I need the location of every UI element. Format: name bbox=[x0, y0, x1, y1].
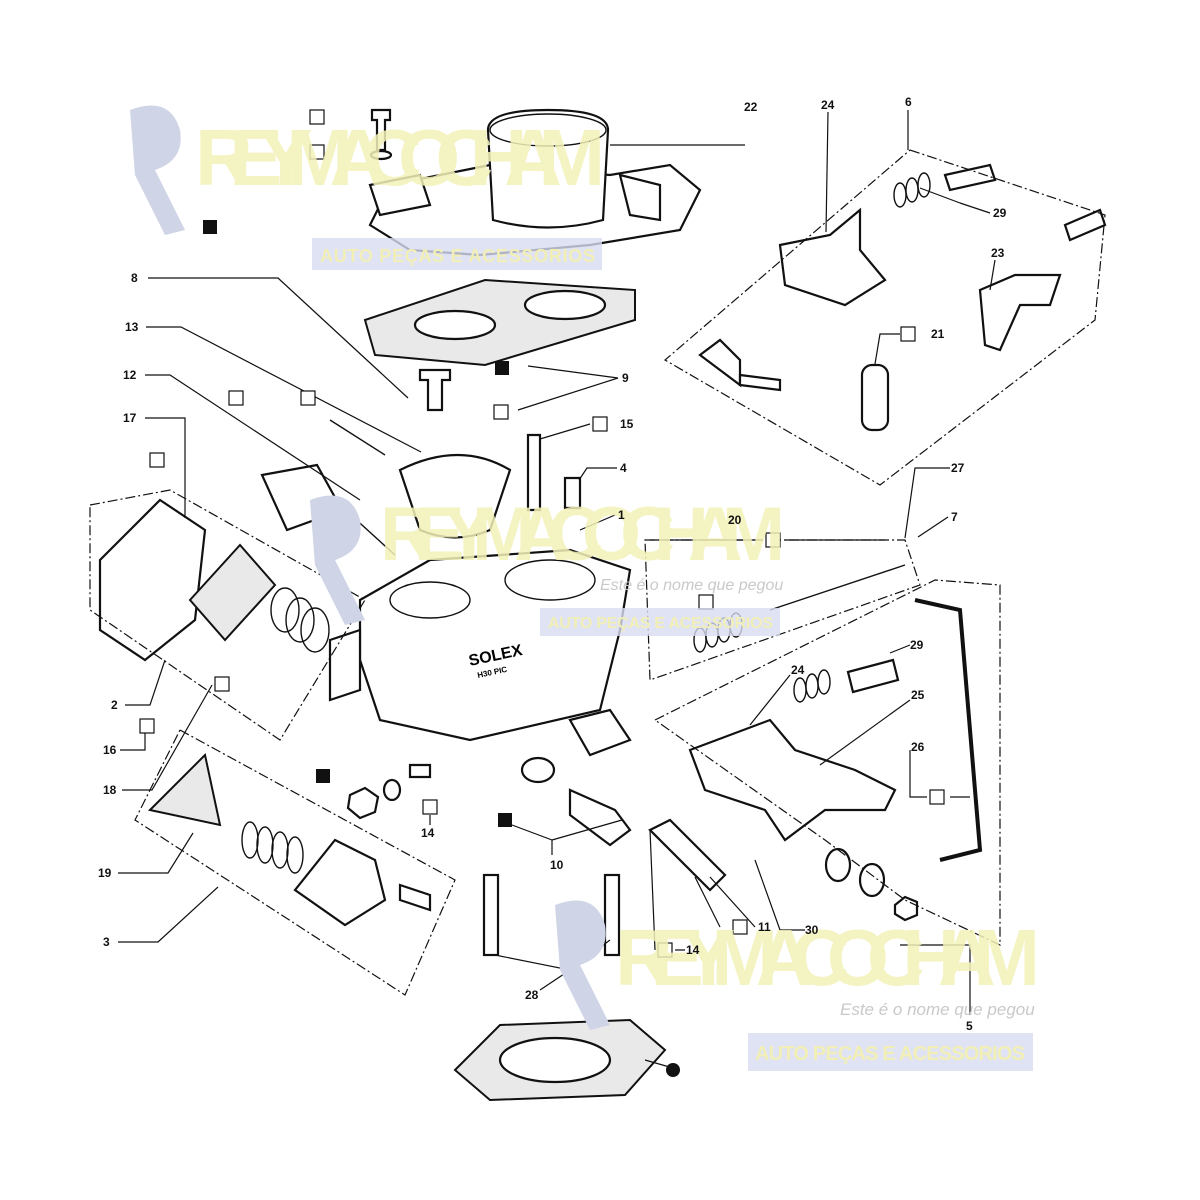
callout-9: 9 bbox=[622, 371, 629, 385]
part-banjo-bolt bbox=[568, 788, 632, 847]
part-pump-housing bbox=[98, 498, 207, 662]
callout-15: 15 bbox=[620, 417, 634, 431]
part-washer bbox=[858, 862, 886, 898]
part-bracket bbox=[978, 273, 1062, 352]
watermark-band bbox=[748, 1033, 1033, 1071]
part-spring bbox=[893, 172, 931, 208]
watermark-brand: REY MACO CHAM bbox=[615, 913, 1040, 1002]
callout-21: 21 bbox=[931, 327, 945, 341]
part-nut bbox=[346, 786, 380, 820]
part-washer bbox=[520, 756, 556, 784]
part-top-gasket bbox=[363, 278, 636, 367]
callout-5: 5 bbox=[966, 1019, 973, 1033]
callout-13: 13 bbox=[125, 320, 139, 334]
callout-22: 22 bbox=[744, 100, 758, 114]
part-mixture-screw bbox=[648, 818, 727, 892]
callout-27: 27 bbox=[951, 461, 965, 475]
callout-28: 28 bbox=[525, 988, 539, 1002]
part-tube bbox=[563, 476, 582, 510]
part-rod bbox=[769, 564, 906, 611]
part-screw bbox=[398, 883, 432, 912]
callout-25: 25 bbox=[911, 688, 925, 702]
callout-29: 29 bbox=[910, 638, 924, 652]
part-clamp bbox=[698, 338, 742, 388]
callout-14: 14 bbox=[421, 826, 435, 840]
callout-11: 11 bbox=[758, 920, 771, 934]
part-carburetor-body: SOLEX H30 PIC bbox=[328, 548, 632, 757]
callout-24: 24 bbox=[821, 98, 835, 112]
callout-26: 26 bbox=[911, 740, 925, 754]
watermark-logo bbox=[555, 900, 610, 1030]
part-screw bbox=[1063, 208, 1107, 242]
part-top-cover bbox=[368, 108, 702, 257]
part-spring bbox=[241, 821, 304, 874]
part-cover-plate bbox=[147, 752, 222, 827]
part-stud bbox=[603, 873, 621, 957]
callout-8: 8 bbox=[131, 271, 138, 285]
part-screw bbox=[846, 658, 900, 694]
part-washer bbox=[382, 778, 402, 802]
watermark-band-text: AUTO PEÇAS E ACESSORIOS bbox=[755, 1043, 1025, 1065]
callout-4: 4 bbox=[620, 461, 627, 475]
part-spring bbox=[793, 669, 831, 703]
part-idle-solenoid bbox=[260, 463, 344, 532]
parts: SOLEX H30 PIC bbox=[98, 108, 1107, 1102]
part-diaphragm bbox=[188, 543, 277, 642]
part-washer bbox=[369, 149, 393, 161]
callout-19: 19 bbox=[98, 866, 112, 880]
callout-17: 17 bbox=[123, 411, 137, 425]
callout-14: 14 bbox=[686, 943, 700, 957]
part-spring bbox=[270, 587, 330, 653]
part-washer bbox=[824, 847, 852, 883]
callout-20: 20 bbox=[728, 513, 742, 527]
part-screw bbox=[738, 373, 782, 392]
part-throttle-lever bbox=[688, 718, 897, 842]
callout-18: 18 bbox=[103, 783, 117, 797]
part-plug bbox=[408, 763, 432, 779]
callout-12: 12 bbox=[123, 368, 137, 382]
part-stud bbox=[482, 873, 500, 957]
callout-2: 2 bbox=[111, 698, 118, 712]
callout-30: 30 bbox=[805, 923, 819, 937]
part-needle-valve bbox=[418, 368, 452, 412]
part-connecting-rod bbox=[914, 598, 983, 862]
callout-16: 16 bbox=[103, 743, 117, 757]
part-lever bbox=[778, 207, 887, 307]
part-screw bbox=[943, 163, 997, 192]
callout-1: 1 bbox=[618, 508, 625, 522]
callout-24: 24 bbox=[791, 663, 805, 677]
part-pump-cover bbox=[293, 838, 387, 927]
callout-7: 7 bbox=[951, 510, 958, 524]
callout-3: 3 bbox=[103, 935, 110, 949]
callout-6: 6 bbox=[905, 95, 912, 109]
part-float bbox=[398, 454, 512, 539]
reference-boxes bbox=[139, 109, 945, 1077]
callout-29: 29 bbox=[993, 206, 1007, 220]
callout-23: 23 bbox=[991, 246, 1005, 260]
part-return-spring bbox=[860, 363, 890, 432]
callout-labels: 22 24 6 29 23 21 8 13 12 9 17 15 4 27 1 … bbox=[98, 95, 1007, 1033]
watermark-slogan: Este é o nome que pegou bbox=[840, 1000, 1035, 1019]
part-jet bbox=[526, 433, 542, 512]
part-spring bbox=[693, 612, 743, 653]
callout-10: 10 bbox=[550, 858, 564, 872]
watermark-logo bbox=[130, 105, 185, 235]
part-screw bbox=[370, 108, 392, 152]
